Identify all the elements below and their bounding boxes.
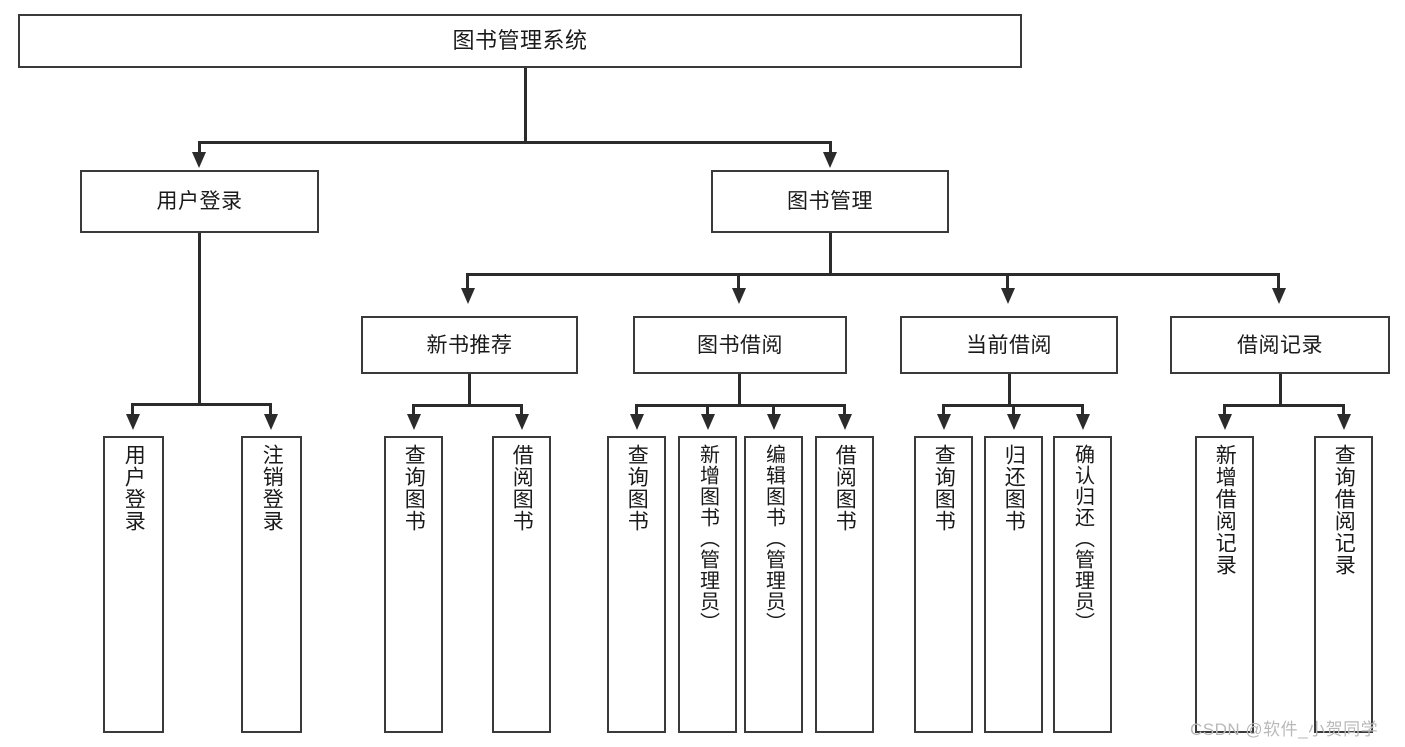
edge-user-login-stem xyxy=(198,233,201,405)
edge-book-borrow-drop-2 xyxy=(706,404,709,417)
node-current-borrow[interactable]: 当前借阅 xyxy=(900,316,1118,374)
node-borrow-record[interactable]: 借阅记录 xyxy=(1170,316,1390,374)
arrow-new-book-leaf-2 xyxy=(515,414,529,430)
edge-new-book-bus xyxy=(412,404,523,407)
node-leaf-query-borrow-record-label: 查询借阅记录 xyxy=(1332,444,1356,576)
node-book-manage-label: 图书管理 xyxy=(787,190,873,213)
edge-book-borrow-drop-4 xyxy=(843,404,846,417)
edge-new-book-stem xyxy=(468,374,471,406)
edge-book-manage-drop-1 xyxy=(466,273,469,291)
node-leaf-add-book-admin-label: 新增图书（管理员） xyxy=(696,444,719,633)
node-user-login[interactable]: 用户登录 xyxy=(80,170,319,233)
edge-user-login-bus xyxy=(131,403,272,406)
arrow-current-borrow-leaf-1 xyxy=(937,414,951,430)
arrow-user-login-leaf-2 xyxy=(264,414,278,430)
node-leaf-edit-book-admin[interactable]: 编辑图书（管理员） xyxy=(744,436,803,733)
node-leaf-borrow-book-1-label: 借阅图书 xyxy=(510,444,534,532)
edge-root-to-user-login xyxy=(198,141,201,157)
node-book-borrow-label: 图书借阅 xyxy=(697,333,783,357)
edge-user-login-drop-2 xyxy=(269,403,272,417)
node-leaf-logout[interactable]: 注销登录 xyxy=(241,436,302,733)
node-leaf-query-book-1[interactable]: 查询图书 xyxy=(384,436,443,733)
node-leaf-confirm-return-admin[interactable]: 确认归还（管理员） xyxy=(1053,436,1112,733)
edge-book-borrow-drop-1 xyxy=(635,404,638,417)
node-leaf-add-borrow-record[interactable]: 新增借阅记录 xyxy=(1195,436,1254,733)
arrow-root-to-book-manage xyxy=(823,152,837,168)
edge-book-manage-drop-4 xyxy=(1277,273,1280,291)
node-leaf-edit-book-admin-label: 编辑图书（管理员） xyxy=(762,444,785,633)
node-leaf-query-book-2-label: 查询图书 xyxy=(625,444,649,532)
node-user-login-label: 用户登录 xyxy=(156,190,243,213)
edge-user-login-drop-1 xyxy=(131,403,134,417)
node-leaf-confirm-return-admin-label: 确认归还（管理员） xyxy=(1071,444,1094,633)
arrow-to-book-borrow xyxy=(732,288,746,304)
edge-book-manage-drop-2 xyxy=(737,273,740,291)
node-new-book-recommend-label: 新书推荐 xyxy=(426,333,513,357)
edge-book-manage-bus xyxy=(466,273,1280,276)
edge-book-borrow-drop-3 xyxy=(772,404,775,417)
arrow-borrow-record-leaf-1 xyxy=(1218,414,1232,430)
arrow-book-borrow-leaf-4 xyxy=(838,414,852,430)
edge-new-book-drop-2 xyxy=(520,404,523,417)
arrow-current-borrow-leaf-2 xyxy=(1007,414,1021,430)
arrow-new-book-leaf-1 xyxy=(407,414,421,430)
arrow-to-new-book-recommend xyxy=(461,288,475,304)
edge-book-borrow-stem xyxy=(738,374,741,406)
node-leaf-query-book-3-label: 查询图书 xyxy=(932,444,956,532)
edge-current-borrow-drop-3 xyxy=(1081,404,1084,417)
arrow-book-borrow-leaf-1 xyxy=(630,414,644,430)
edge-book-borrow-bus xyxy=(635,404,846,407)
node-root-system-label: 图书管理系统 xyxy=(452,28,588,53)
node-leaf-query-book-2[interactable]: 查询图书 xyxy=(607,436,666,733)
edge-borrow-record-stem xyxy=(1279,374,1282,406)
arrow-root-to-user-login xyxy=(192,152,206,168)
arrow-book-borrow-leaf-3 xyxy=(767,414,781,430)
edge-current-borrow-drop-1 xyxy=(942,404,945,417)
arrow-to-borrow-record xyxy=(1272,288,1286,304)
arrow-book-borrow-leaf-2 xyxy=(701,414,715,430)
edge-root-to-book-manage xyxy=(829,141,832,157)
node-leaf-borrow-book-2-label: 借阅图书 xyxy=(833,444,857,532)
node-current-borrow-label: 当前借阅 xyxy=(966,333,1052,357)
node-root-system[interactable]: 图书管理系统 xyxy=(18,14,1022,68)
node-new-book-recommend[interactable]: 新书推荐 xyxy=(361,316,578,374)
node-leaf-user-login-label: 用户登录 xyxy=(122,444,146,532)
node-leaf-return-book-label: 归还图书 xyxy=(1002,444,1026,532)
edge-current-borrow-drop-2 xyxy=(1012,404,1015,417)
node-leaf-logout-label: 注销登录 xyxy=(260,444,284,532)
node-leaf-query-book-1-label: 查询图书 xyxy=(402,444,426,532)
edge-borrow-record-drop-1 xyxy=(1223,404,1226,417)
edge-borrow-record-bus xyxy=(1223,404,1345,407)
edge-root-bus xyxy=(198,141,831,144)
node-leaf-borrow-book-1[interactable]: 借阅图书 xyxy=(492,436,551,733)
arrow-to-current-borrow xyxy=(1001,288,1015,304)
edge-new-book-drop-1 xyxy=(412,404,415,417)
node-book-manage[interactable]: 图书管理 xyxy=(711,170,949,233)
node-leaf-add-book-admin[interactable]: 新增图书（管理员） xyxy=(678,436,737,733)
node-leaf-query-borrow-record[interactable]: 查询借阅记录 xyxy=(1314,436,1373,733)
edge-book-manage-drop-3 xyxy=(1006,273,1009,291)
node-book-borrow[interactable]: 图书借阅 xyxy=(633,316,847,374)
arrow-borrow-record-leaf-2 xyxy=(1337,414,1351,430)
node-borrow-record-label: 借阅记录 xyxy=(1237,333,1323,357)
node-leaf-borrow-book-2[interactable]: 借阅图书 xyxy=(815,436,874,733)
arrow-user-login-leaf-1 xyxy=(126,414,140,430)
edge-borrow-record-drop-2 xyxy=(1342,404,1345,417)
arrow-current-borrow-leaf-3 xyxy=(1076,414,1090,430)
node-leaf-add-borrow-record-label: 新增借阅记录 xyxy=(1213,444,1237,576)
node-leaf-user-login[interactable]: 用户登录 xyxy=(103,436,164,733)
node-leaf-return-book[interactable]: 归还图书 xyxy=(984,436,1043,733)
csdn-watermark: CSDN @软件_小贺同学 xyxy=(1190,720,1379,739)
edge-book-manage-stem xyxy=(829,233,832,275)
edge-root-stem xyxy=(524,68,527,143)
edge-current-borrow-stem xyxy=(1008,374,1011,406)
node-leaf-query-book-3[interactable]: 查询图书 xyxy=(914,436,973,733)
